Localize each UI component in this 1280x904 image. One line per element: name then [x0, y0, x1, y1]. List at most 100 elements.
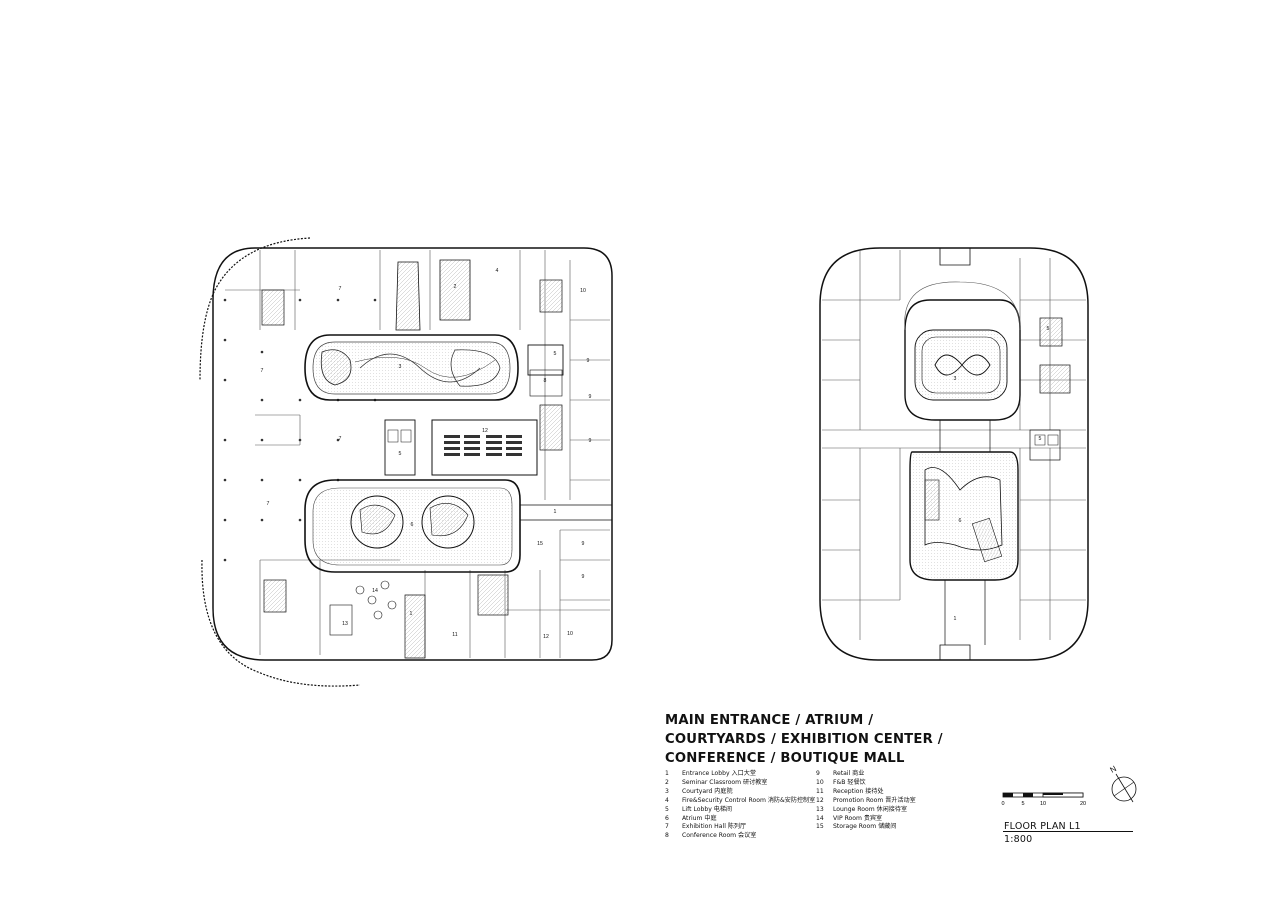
legend-row: 1 Entrance Lobby 入口大堂	[665, 770, 815, 779]
room-number: 3	[954, 376, 957, 382]
legend-label: VIP Room 贵宾室	[833, 814, 883, 822]
room-number: 9	[589, 438, 592, 444]
plan-label: FLOOR PLAN L1 1:800	[1004, 820, 1081, 846]
legend-label: Atrium 中庭	[682, 814, 717, 822]
legend-num: 2	[665, 778, 669, 786]
scale-tick: 10	[1040, 801, 1046, 807]
legend-num: 9	[816, 770, 820, 777]
room-number: 15	[537, 541, 543, 547]
legend-label: Reception 接待处	[833, 787, 884, 795]
room-number: 5	[1047, 326, 1050, 332]
legend-label: Fire&Security Control Room 消防&安防控制室	[682, 796, 816, 804]
legend-row: 2 Seminar Classroom 研讨教室	[665, 779, 815, 788]
legend-row: 12 Promotion Room 晋升活动室	[816, 797, 916, 806]
title-line: CONFERENCE / BOUTIQUE MALL	[665, 751, 905, 766]
legend-num: 12	[816, 796, 824, 804]
legend-num: 7	[665, 823, 669, 831]
legend-row: 14 VIP Room 贵宾室	[816, 815, 916, 824]
room-number: 5	[1039, 436, 1042, 442]
room-number: 1	[410, 611, 413, 617]
legend-num: 15	[816, 823, 824, 831]
plan-left	[199, 237, 613, 687]
scale-tick: 5	[1021, 801, 1024, 807]
legend-label: Entrance Lobby 入口大堂	[682, 770, 756, 777]
room-number: 14	[372, 588, 378, 594]
room-number: 11	[452, 632, 457, 638]
plan-name: FLOOR PLAN L1	[1004, 821, 1081, 832]
plan-left-canopy-top	[199, 237, 311, 381]
legend-row: 11 Reception 接待处	[816, 788, 916, 797]
legend-right: 9 Retail 商业 10 F&B 轻餐饮 11 Reception 接待处 12 P…	[816, 770, 916, 832]
legend-num: 5	[665, 805, 669, 813]
legend-left: 1 Entrance Lobby 入口大堂 2 Seminar Classroom …	[665, 770, 815, 841]
legend-num: 14	[816, 814, 824, 822]
legend-num: 3	[665, 787, 669, 795]
plan-left-canopy-bottom	[201, 559, 361, 687]
north-arrow-icon: N	[1109, 764, 1137, 803]
legend-num: 8	[665, 832, 669, 840]
legend-label: Lift Lobby 电梯间	[682, 805, 733, 813]
legend-label: Seminar Classroom 研讨教室	[682, 778, 768, 786]
room-number: 7	[267, 501, 270, 507]
room-number: 5	[399, 451, 402, 457]
legend-num: 10	[816, 778, 824, 786]
legend-row: 7 Exhibition Hall 陈列厅	[665, 823, 815, 832]
room-number: 9	[582, 574, 585, 580]
legend-row: 15 Storage Room 储藏间	[816, 823, 916, 832]
legend-label: Exhibition Hall 陈列厅	[682, 823, 747, 831]
drawing-title: MAIN ENTRANCE / ATRIUM / COURTYARDS / EX…	[665, 711, 965, 768]
legend-label: Storage Room 储藏间	[833, 823, 897, 831]
room-number: 1	[954, 616, 957, 622]
legend-row: 4 Fire&Security Control Room 消防&安防控制室	[665, 797, 815, 806]
legend-num: 6	[665, 814, 669, 822]
room-number: 7	[339, 436, 342, 442]
scale-tick: 20	[1080, 801, 1086, 807]
legend-num: 1	[665, 770, 669, 777]
room-number: 9	[589, 394, 592, 400]
room-number: 12	[482, 428, 488, 434]
legend-label: Promotion Room 晋升活动室	[833, 796, 916, 804]
compass-letter: N	[1109, 764, 1119, 775]
room-number: 6	[411, 522, 414, 528]
scale-bar: 0 5 10 20	[1001, 792, 1086, 807]
room-number: 6	[959, 518, 962, 524]
legend-label: F&B 轻餐饮	[833, 778, 866, 786]
room-number: 10	[567, 631, 573, 637]
room-number: 13	[342, 621, 348, 627]
legend-label: Conference Room 会议室	[682, 832, 757, 840]
plan-left-atrium	[304, 479, 521, 573]
room-number: 12	[543, 634, 549, 640]
plan-right-outline	[819, 247, 1089, 661]
legend-row: 5 Lift Lobby 电梯间	[665, 806, 815, 815]
room-number: 9	[582, 541, 585, 547]
legend-row: 3 Courtyard 内庭院	[665, 788, 815, 797]
scale-tick: 0	[1001, 801, 1004, 807]
room-number: 1	[554, 509, 557, 515]
plan-label-rule	[1003, 831, 1133, 832]
legend-num: 13	[816, 805, 824, 813]
room-number: 5	[554, 351, 557, 357]
room-number: 7	[261, 368, 264, 374]
room-number: 9	[587, 358, 590, 364]
room-number: 8	[544, 378, 547, 384]
legend-row: 10 F&B 轻餐饮	[816, 779, 916, 788]
legend-row: 9 Retail 商业	[816, 770, 916, 779]
legend-num: 11	[816, 787, 824, 795]
legend-label: Courtyard 内庭院	[682, 787, 733, 795]
legend-row: 6 Atrium 中庭	[665, 815, 815, 824]
room-number: 3	[399, 364, 402, 370]
legend-row: 13 Lounge Room 休闲接待室	[816, 806, 916, 815]
plan-scale: 1:800	[1004, 834, 1033, 845]
plan-right	[819, 247, 1089, 661]
legend-row: 8 Conference Room 会议室	[665, 832, 815, 841]
room-number: 4	[496, 268, 499, 274]
room-number: 10	[580, 288, 586, 294]
legend-num: 4	[665, 796, 669, 804]
room-number: 7	[339, 286, 342, 292]
title-line: COURTYARDS / EXHIBITION CENTER /	[665, 732, 943, 747]
plan-left-courtyard-upper	[304, 334, 519, 401]
room-number: 2	[454, 284, 457, 290]
legend-label: Retail 商业	[833, 770, 865, 777]
legend-label: Lounge Room 休闲接待室	[833, 805, 908, 813]
